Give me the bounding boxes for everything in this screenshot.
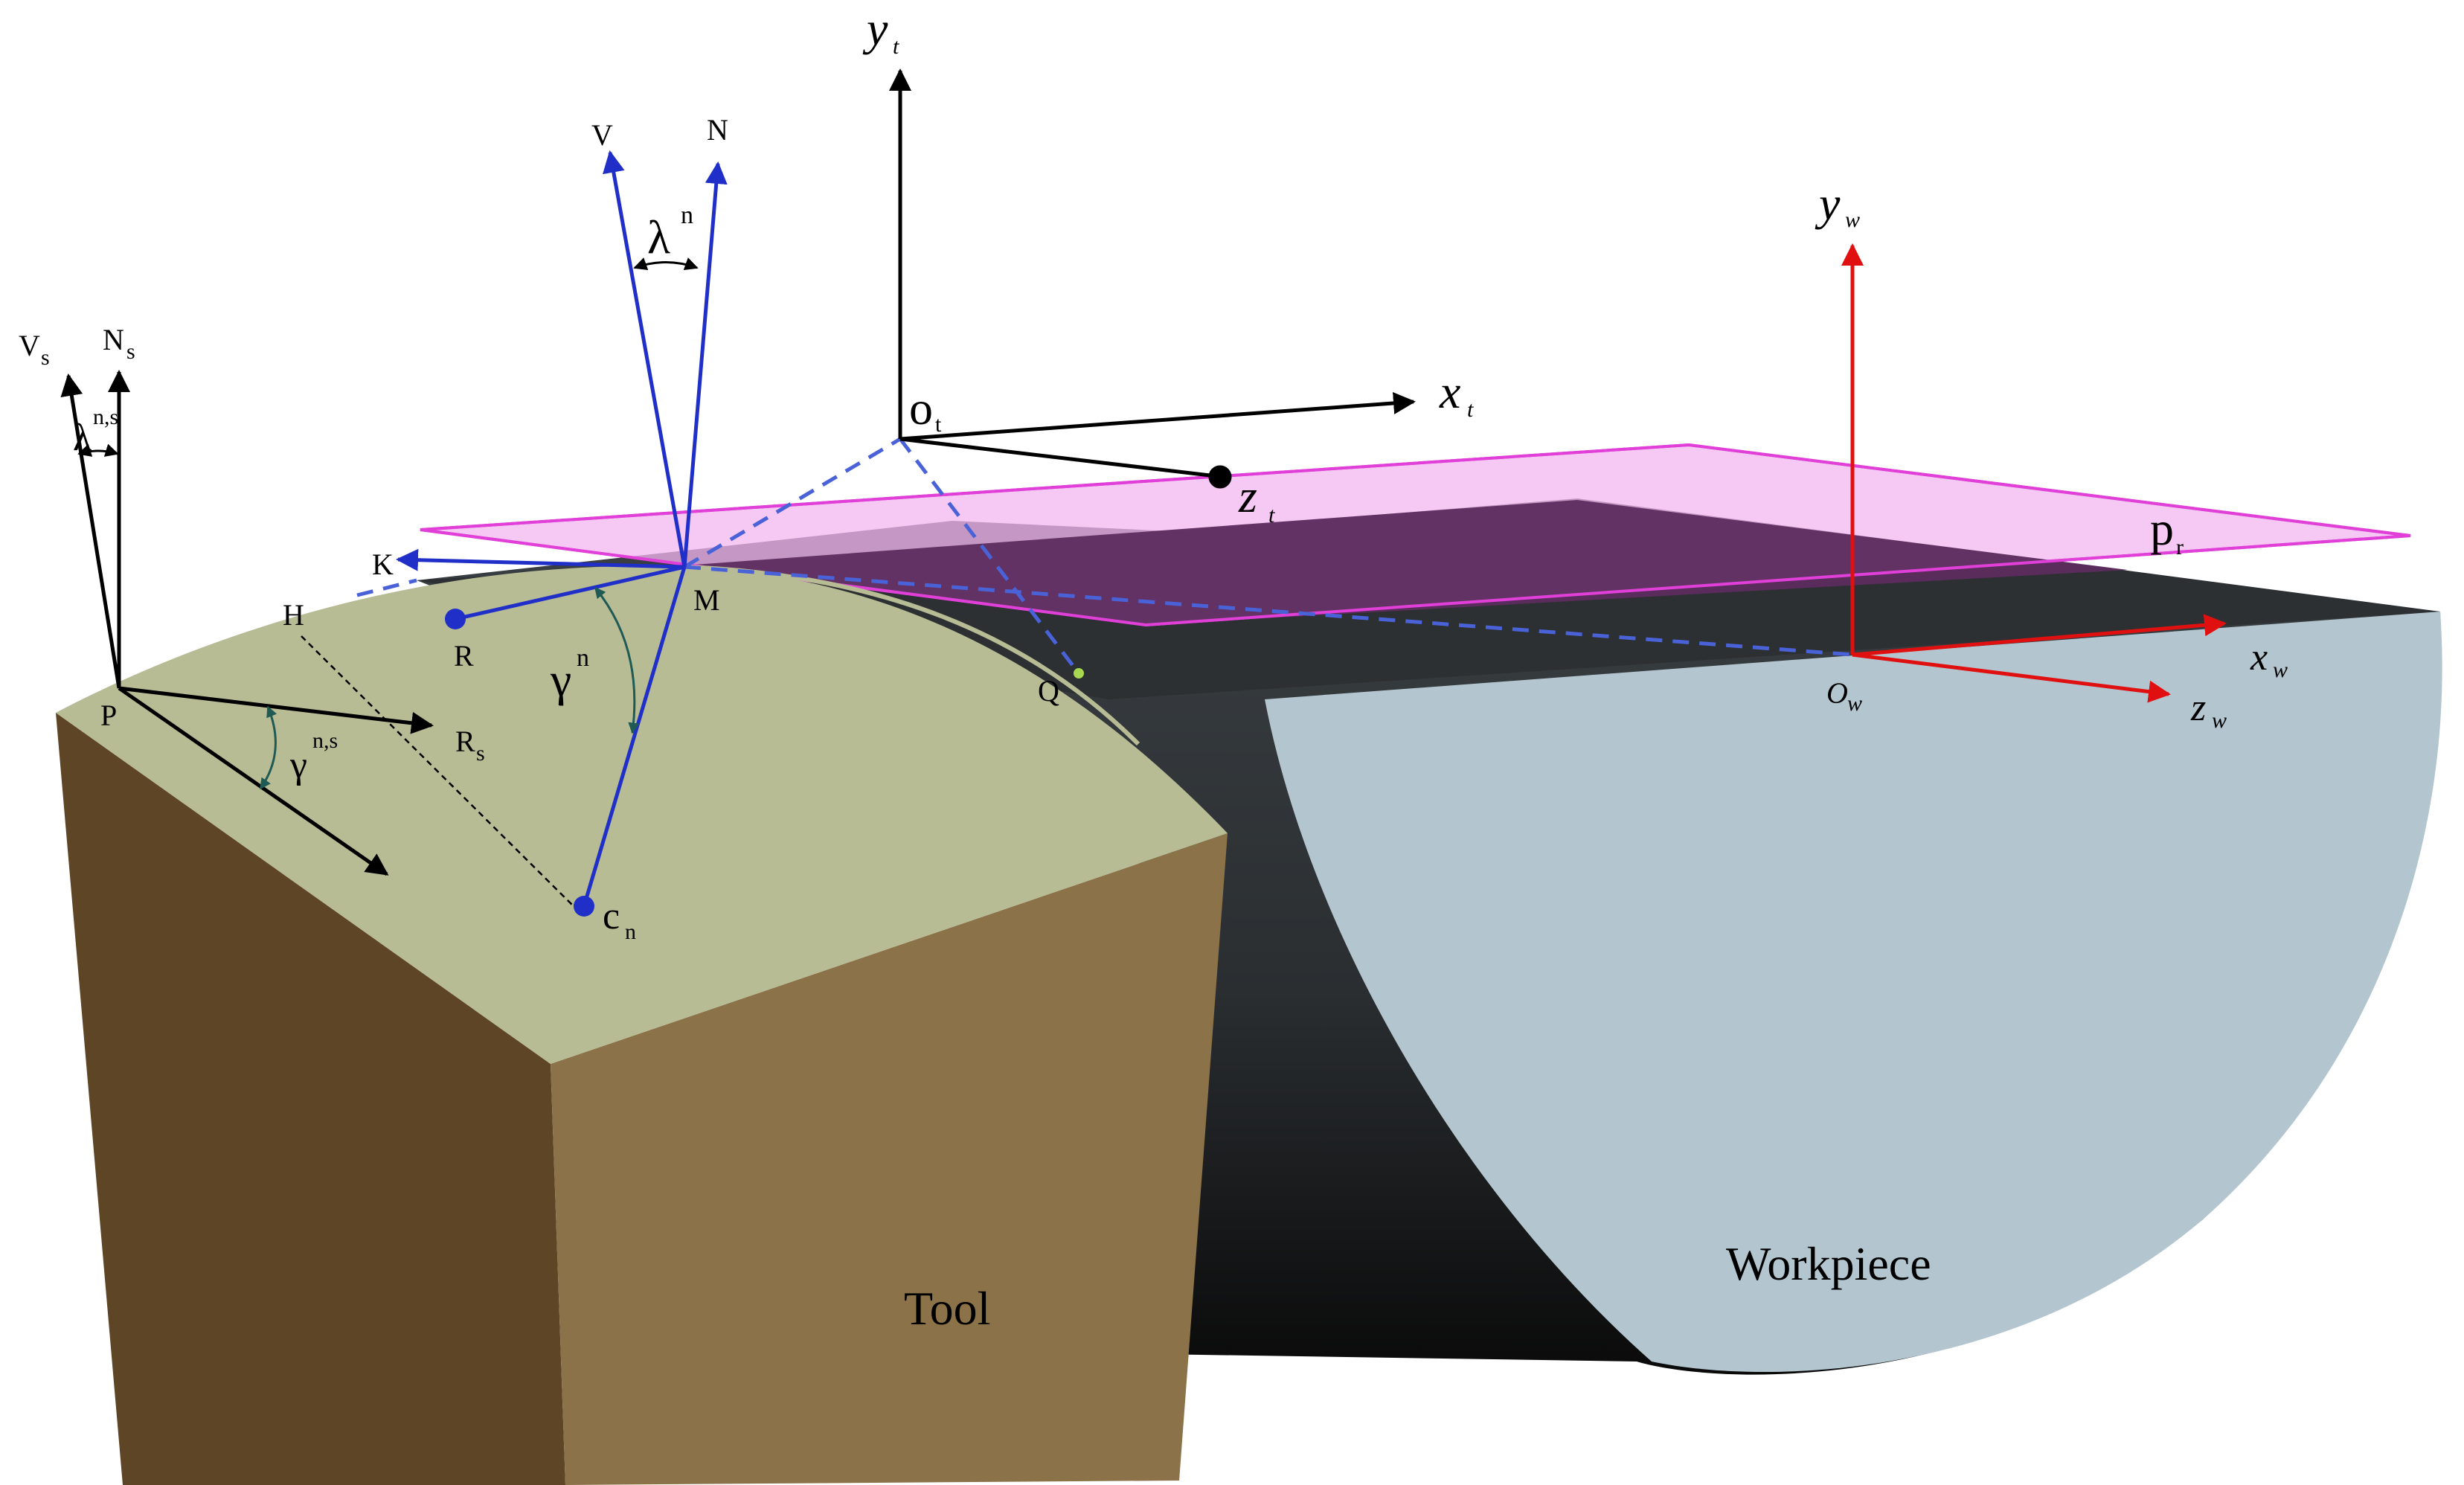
angle-lambda-s-sup: n,s (93, 405, 118, 429)
work-frame-origin-label: O (1826, 676, 1848, 710)
dash-M-Ow (684, 565, 1853, 657)
axis-zt-label: z (1238, 469, 1257, 522)
vector-Ns-label: N (103, 323, 124, 356)
tool-label: Tool (904, 1282, 990, 1335)
axis-zw-label: z (2190, 687, 2206, 729)
vector-Rs-label: R (455, 725, 475, 758)
tool-frame-origin-label: o (909, 382, 933, 434)
vector-R (455, 565, 685, 621)
work-frame-origin-sub: w (1847, 691, 1862, 716)
tool-frame-origin-sub: t (935, 412, 942, 437)
angle-gamma-s-label: γ (289, 744, 307, 786)
axis-xt-label: x (1439, 365, 1460, 418)
vector-Rs-sub: s (476, 741, 485, 766)
axis-xt-sub: t (1467, 397, 1474, 422)
point-P-label: P (100, 699, 117, 732)
angle-lambda-s-label: λ (73, 417, 92, 459)
point-K-label: K (372, 548, 394, 581)
point-H-label: H (283, 598, 304, 632)
angle-gamma-label: γ (550, 653, 571, 706)
dash-M-ot (683, 437, 902, 569)
axis-yw-label: y (1815, 177, 1841, 230)
dash-ot-Q (899, 437, 1080, 675)
tool-front-face (551, 833, 1228, 1485)
axis-zt (899, 437, 1217, 478)
vector-N (682, 161, 728, 568)
vector-Vs-label: V (19, 329, 40, 362)
workpiece-end-face (1265, 612, 2442, 1372)
line-M-cn (582, 566, 687, 907)
vector-Vs-sub: s (41, 345, 50, 370)
axis-yt-label: y (862, 2, 888, 55)
axis-xw-label: x (2250, 636, 2268, 679)
point-Q-label: Q (1038, 674, 1059, 708)
tool-side-face (56, 713, 565, 1485)
cutting-edge (684, 565, 1140, 746)
tool-frame (889, 68, 1416, 489)
vector-Ns-sub: s (126, 339, 135, 364)
angle-lambda-sup: n (681, 202, 693, 229)
axis-zw (1852, 652, 2171, 703)
point-cn-dot (574, 896, 594, 917)
point-R-label: R (454, 639, 474, 673)
vector-Vs (60, 373, 121, 689)
angle-gamma-arc (594, 586, 640, 734)
vector-N-label: N (707, 113, 728, 147)
tool-rake-face (56, 565, 1228, 1064)
vector-K (396, 548, 685, 571)
axis-zt-sub: t (1268, 503, 1275, 527)
angle-lambda-label: λ (647, 211, 670, 263)
vector-V (603, 150, 687, 568)
reference-plane-outline (420, 443, 2411, 627)
axis-xw (1852, 614, 2227, 657)
vector-V-label: V (591, 118, 613, 152)
workpiece-label: Workpiece (1726, 1237, 1931, 1290)
point-R-dot (445, 609, 466, 629)
dash-H-cn (301, 635, 580, 912)
angle-lambda-s-arc (77, 443, 119, 457)
vector-P-down (118, 686, 389, 876)
point-c-label: c (603, 895, 620, 937)
axis-xt (899, 391, 1416, 441)
plane-pr-sub: r (2176, 535, 2184, 559)
dash-edge-left (356, 578, 417, 597)
axis-zt-tip (1208, 465, 1232, 489)
workpiece-frame (1841, 243, 2227, 703)
construction-lines (356, 437, 1853, 675)
blue-vectors (396, 150, 728, 907)
angle-gamma-s-sup: n,s (312, 728, 338, 753)
angle-gamma-sup: n (577, 644, 589, 672)
axis-zw-sub: w (2212, 708, 2227, 733)
point-c-sub: n (625, 920, 636, 944)
point-Q-dot (1074, 668, 1084, 679)
tool: Tool (56, 565, 1228, 1485)
point-M-label: M (693, 583, 720, 617)
black-vectors (60, 370, 434, 876)
angle-gamma-s-arc (259, 705, 277, 790)
axis-xw-sub: w (2273, 658, 2288, 682)
angle-lambda-arc (633, 257, 699, 271)
axis-yt-sub: t (893, 34, 899, 59)
axis-yw-sub: w (1845, 208, 1860, 232)
plane-pr-label: p (2150, 502, 2174, 555)
